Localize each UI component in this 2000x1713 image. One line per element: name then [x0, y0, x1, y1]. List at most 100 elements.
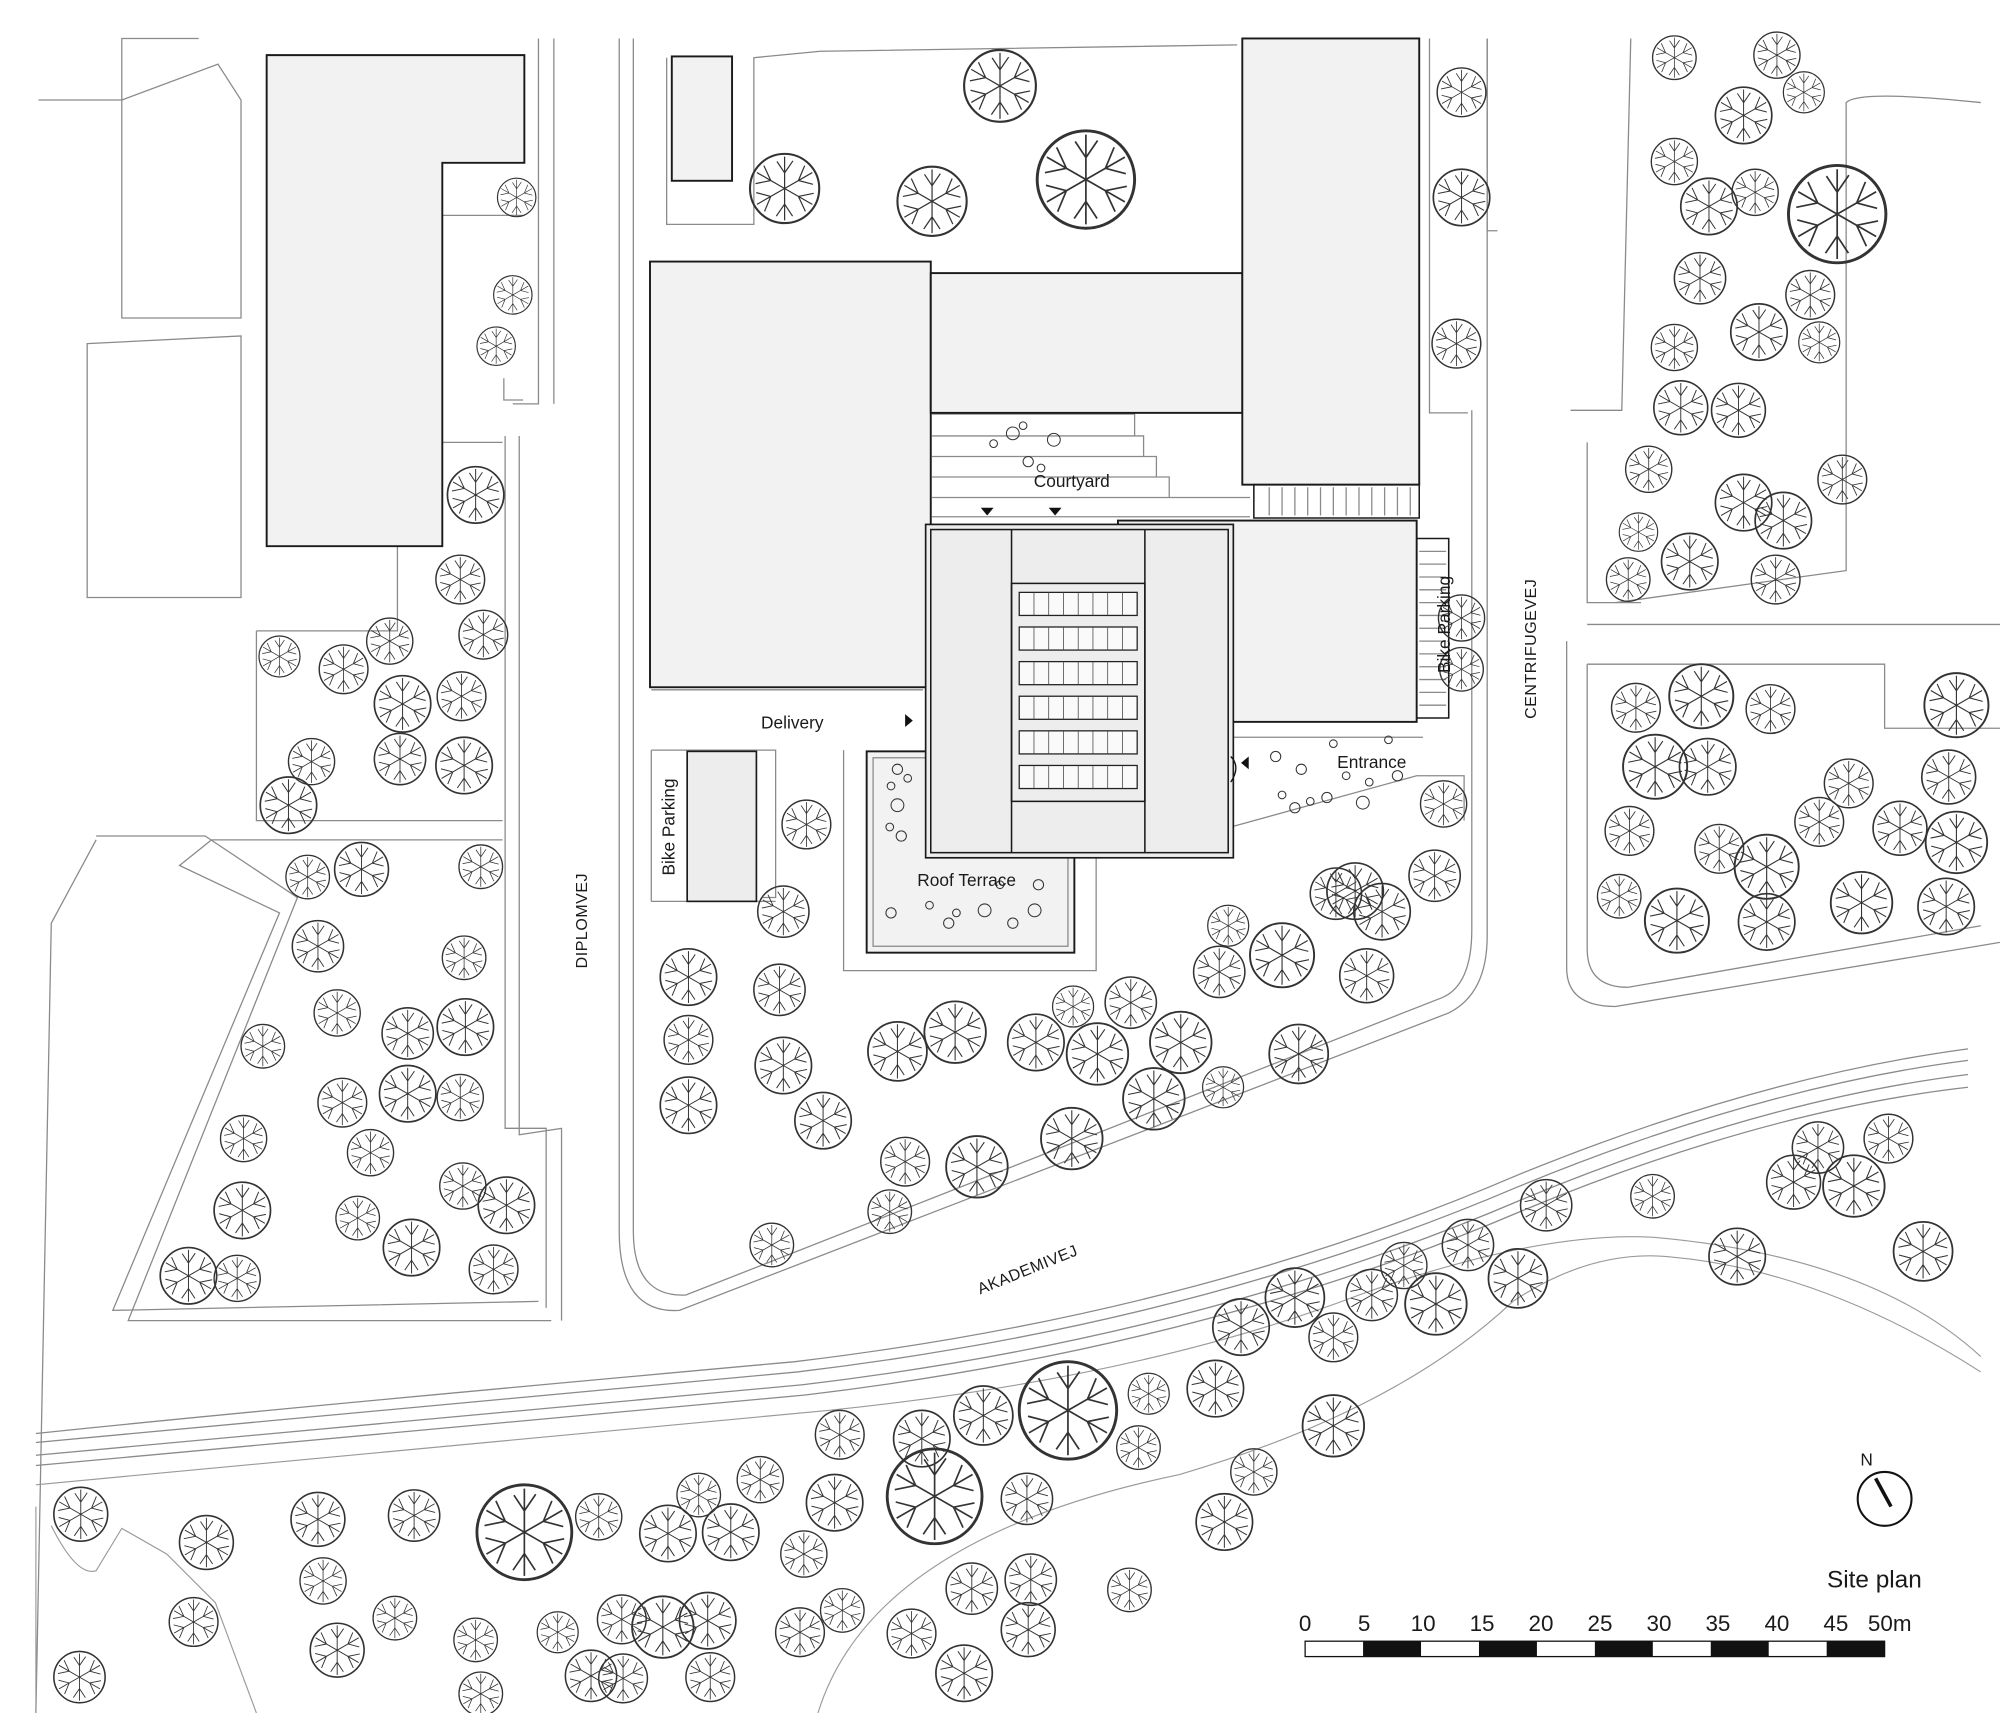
tree-icon	[756, 885, 810, 939]
delivery-arrow-icon	[905, 714, 913, 727]
tree-icon	[299, 1557, 347, 1605]
tree-icon	[1920, 749, 1977, 805]
street-centrifugevej: CENTRIFUGEVEJ	[1522, 579, 1540, 719]
tree-icon	[867, 1189, 913, 1235]
tree-icon	[1708, 1227, 1767, 1286]
tree-icon	[1035, 129, 1137, 230]
tree-icon	[1268, 1023, 1330, 1085]
tree-icon	[313, 989, 361, 1037]
tree-icon	[781, 799, 832, 850]
tree-icon	[945, 1135, 1009, 1199]
tree-icon	[748, 152, 821, 225]
tree-icon	[1754, 491, 1813, 550]
furniture	[885, 421, 1404, 929]
tree-icon	[477, 1176, 536, 1235]
tree-icon	[1249, 922, 1316, 989]
tree-icon	[1794, 796, 1845, 847]
tree-icon	[1301, 1394, 1366, 1458]
tree-icon	[1604, 805, 1655, 856]
tree-icon	[1745, 683, 1796, 735]
tree-icon	[1786, 163, 1888, 265]
scale-tick-label: 5	[1358, 1611, 1370, 1636]
tree-icon	[880, 1136, 931, 1187]
tree-icon	[536, 1611, 579, 1654]
tree-icon	[1630, 1173, 1676, 1219]
tree-icon	[213, 1181, 272, 1240]
tree-icon	[1622, 733, 1689, 800]
label-delivery: Delivery	[761, 712, 824, 732]
tree-icon	[159, 1246, 218, 1305]
tree-icon	[1679, 177, 1739, 236]
tree-icon	[1817, 454, 1868, 505]
tree-icon	[749, 1222, 795, 1268]
tree-icon	[945, 1562, 999, 1616]
tree-icon	[1432, 168, 1491, 227]
tree-icon	[1729, 303, 1789, 362]
tree-icon	[1211, 1298, 1271, 1357]
tree-icon	[476, 326, 516, 366]
scale-tick-label: 20	[1529, 1611, 1554, 1636]
tree-icon	[1694, 823, 1745, 874]
tree-icon	[1431, 318, 1482, 369]
tree-icon	[1006, 1013, 1065, 1072]
tree-icon	[596, 1594, 647, 1645]
tree-icon	[1624, 445, 1673, 494]
tree-icon	[597, 1653, 649, 1704]
label-courtyard: Courtyard	[1034, 471, 1110, 491]
tree-icon	[1264, 1267, 1326, 1328]
tree-icon	[564, 1649, 618, 1703]
tree-icon	[1596, 873, 1642, 919]
tree-icon	[1660, 532, 1719, 591]
tree-icon	[333, 841, 390, 898]
tree-icon	[435, 736, 494, 795]
tree-icon	[659, 947, 718, 1007]
tree-icon	[441, 935, 487, 981]
tree-icon	[1051, 985, 1095, 1028]
tree-icon	[1308, 1312, 1359, 1363]
tree-icon	[378, 1064, 437, 1123]
tree-icon	[1000, 1472, 1054, 1526]
label-entrance: Entrance	[1337, 752, 1406, 772]
scale-bar-segment	[1710, 1641, 1769, 1657]
scale-tick-label: 40	[1764, 1611, 1789, 1636]
tree-icon	[1653, 380, 1709, 436]
tree-icon	[1892, 1221, 1954, 1282]
north-label: N	[1860, 1450, 1872, 1470]
scale-tick-label: 35	[1705, 1611, 1730, 1636]
tree-icon	[387, 1489, 441, 1542]
tree-icon	[574, 1493, 623, 1541]
tree-icon	[53, 1486, 109, 1542]
tree-icon	[1127, 1372, 1170, 1415]
tree-icon	[1785, 269, 1836, 320]
tree-icon	[1122, 1067, 1186, 1131]
building-connector	[929, 272, 1244, 414]
tree-icon	[753, 963, 806, 1017]
north-arrow-icon	[1856, 1470, 1913, 1527]
tree-icon	[1192, 945, 1246, 999]
tree-icon	[290, 1491, 346, 1548]
tree-icon	[309, 1622, 365, 1678]
building-main-west	[649, 260, 932, 689]
tree-icon	[219, 1114, 268, 1163]
tree-icon	[867, 1021, 928, 1082]
tree-icon	[373, 674, 432, 733]
tree-icon	[678, 1591, 737, 1650]
tree-icon	[435, 554, 486, 605]
tree-icon	[1651, 35, 1697, 81]
tree-icon	[178, 1514, 235, 1571]
tree-icon	[1309, 867, 1363, 921]
scale-tick-label: 0	[1299, 1611, 1311, 1636]
tree-icon	[659, 1076, 718, 1135]
tree-icon	[1107, 1567, 1152, 1613]
tree-icon	[317, 1077, 368, 1128]
tree-icon	[1731, 168, 1779, 217]
tree-icon	[1750, 554, 1801, 605]
tree-icon	[1436, 67, 1487, 118]
tree-icon	[923, 1000, 987, 1064]
scale-bar-segment	[1478, 1641, 1537, 1657]
tree-icon	[373, 732, 427, 786]
tree-icon	[1733, 833, 1800, 900]
tree-icon	[1673, 251, 1727, 305]
label-roof-terrace: Roof Terrace	[917, 870, 1016, 890]
